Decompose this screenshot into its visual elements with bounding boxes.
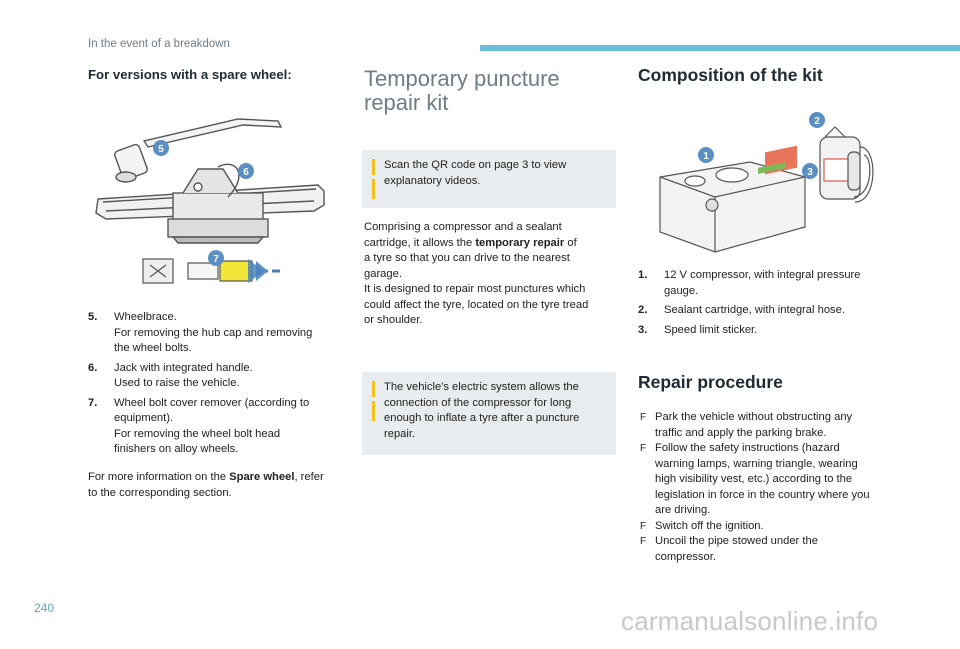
watermark: carmanualsonline.info	[621, 606, 879, 636]
list-item: 6. Jack with integrated handle. Used to …	[88, 361, 253, 390]
svg-text:7: 7	[213, 254, 219, 265]
list-item: 7. Wheel bolt cover remover (according t…	[88, 396, 310, 456]
procedure-step: F Park the vehicle without obstructing a…	[640, 411, 853, 439]
repair-steps-list: F Park the vehicle without obstructing a…	[638, 410, 894, 565]
running-header: In the event of a breakdown	[88, 38, 230, 50]
info-marker-icon	[372, 381, 375, 421]
procedure-step: F Switch off the ignition.	[638, 519, 894, 535]
list-item: 3. Speed limit sticker.	[638, 323, 758, 336]
callout-1: 1	[698, 147, 714, 163]
kit-description: Comprising a compressor and a sealant ca…	[364, 221, 589, 326]
list-item: 2. Sealant cartridge, with integral hose…	[638, 304, 845, 316]
kit-components-list: 1. 12 V compressor, with integral pressu…	[638, 268, 898, 342]
spare-wheel-items-list: 5. Wheelbrace. For removing the hub cap …	[88, 310, 350, 462]
step-bullet-icon: F	[640, 412, 647, 423]
svg-text:5: 5	[158, 144, 164, 155]
step-bullet-icon: F	[640, 443, 647, 454]
svg-text:3: 3	[807, 167, 813, 178]
svg-text:6: 6	[243, 167, 249, 178]
compressor-drawing	[659, 145, 806, 253]
bolt-cover-remover-drawing	[142, 258, 280, 284]
electric-system-info-box: The vehicle's electric system allows the…	[362, 372, 616, 455]
repair-kit-illustration: 1 2 3	[659, 112, 874, 253]
callout-5: 5	[153, 140, 169, 156]
qr-info-box: Scan the QR code on page 3 to view expla…	[362, 150, 616, 208]
callout-7: 7	[208, 250, 224, 266]
step-bullet-icon: F	[640, 536, 647, 547]
step-bullet-icon: F	[640, 520, 647, 532]
spare-wheel-reference: For more information on the Spare wheel,…	[88, 471, 324, 499]
kit-composition-heading: Composition of the kit	[638, 65, 823, 85]
list-item: 1. 12 V compressor, with integral pressu…	[638, 269, 861, 297]
svg-text:1: 1	[703, 151, 709, 162]
sealant-cartridge-drawing	[819, 126, 874, 203]
spare-wheel-heading: For versions with a spare wheel:	[88, 67, 292, 82]
procedure-step: F Follow the safety instructions (hazard…	[640, 442, 870, 516]
svg-text:2: 2	[814, 116, 820, 127]
spare-wheel-link: Spare wheel	[229, 471, 295, 483]
page-number: 240	[34, 601, 55, 615]
info-marker-icon	[372, 159, 375, 199]
repair-procedure-heading: Repair procedure	[638, 372, 783, 392]
callout-6: 6	[238, 163, 254, 179]
header-accent-bar	[480, 45, 960, 51]
jack-drawing	[95, 163, 325, 244]
spare-wheel-tools-illustration: 5 6 7	[95, 118, 325, 284]
callout-3: 3	[802, 163, 818, 179]
callout-2: 2	[809, 112, 825, 128]
list-item: 5. Wheelbrace. For removing the hub cap …	[88, 311, 313, 354]
